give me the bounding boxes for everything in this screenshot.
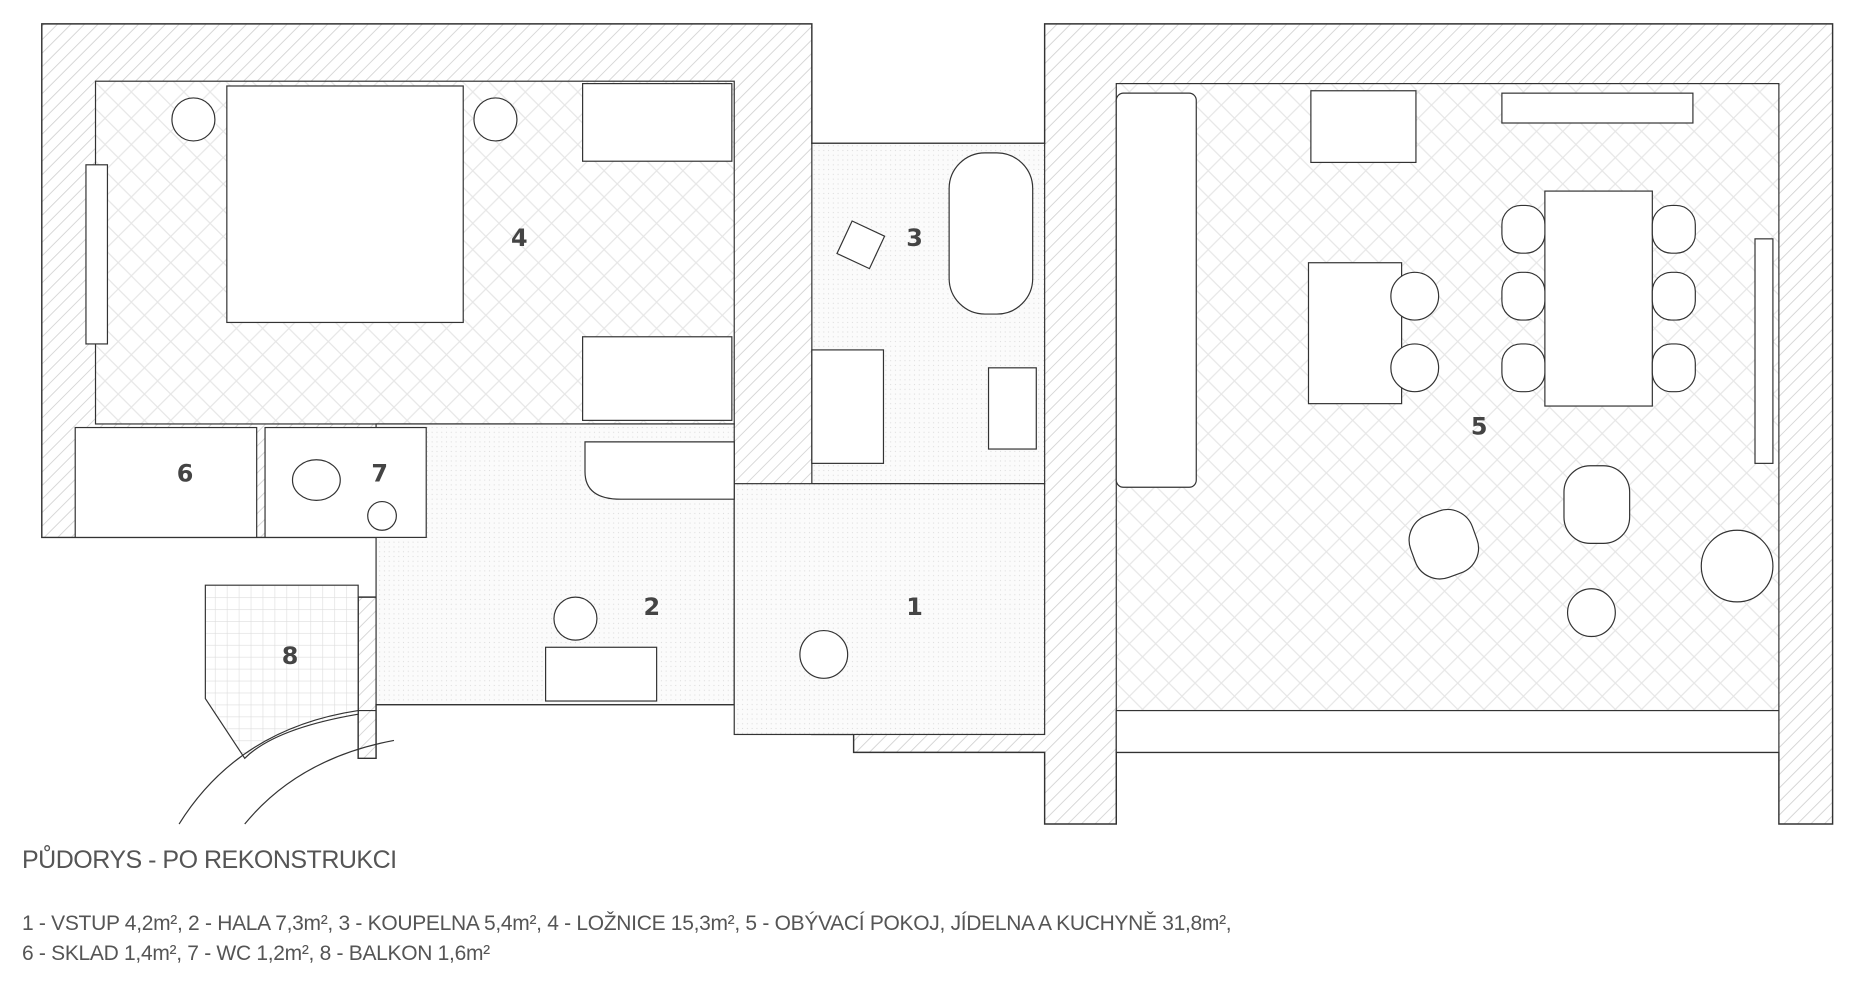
bathtub (948, 152, 1034, 315)
plan-title: PŮDORYS - PO REKONSTRUKCI (22, 846, 397, 874)
washing-machine (811, 349, 885, 464)
wc-sink (367, 500, 397, 531)
coffee-table (1566, 588, 1616, 638)
room-number-1: 1 (906, 593, 923, 621)
room-number-4: 4 (511, 224, 528, 252)
room-5-living (1115, 83, 1780, 753)
room-6-storage (74, 426, 258, 539)
room-number-6: 6 (177, 459, 194, 487)
toilet (291, 459, 341, 501)
armchair-2 (1563, 465, 1631, 544)
dining-table (1544, 190, 1653, 407)
hall-cabinet (584, 441, 735, 500)
entry-stool (799, 629, 849, 679)
wardrobe-bottom (582, 336, 733, 421)
room-legend-line-2: 6 - SKLAD 1,4m², 7 - WC 1,2m², 8 - BALKO… (22, 942, 490, 965)
bath-mat (836, 220, 886, 270)
room-number-8: 8 (282, 642, 299, 670)
room-7-wc (264, 426, 427, 539)
wardrobe-top (582, 83, 733, 162)
furniture (85, 83, 1780, 753)
nightstand-left (171, 97, 216, 142)
hall-bench (545, 646, 658, 702)
armchair-1 (1408, 508, 1480, 580)
room-number-7: 7 (371, 459, 388, 487)
shelf (1501, 92, 1694, 124)
room-legend-line-1: 1 - VSTUP 4,2m², 2 - HALA 7,3m², 3 - KOU… (22, 912, 1232, 935)
window-bench (1115, 709, 1780, 753)
room-number-5: 5 (1471, 413, 1488, 441)
kitchen-counter (1115, 92, 1197, 488)
room-number-2: 2 (644, 593, 661, 621)
balcony-curve (178, 709, 395, 825)
nightstand-right (473, 97, 518, 142)
floor-plan: 1 2 3 4 5 6 7 8 (41, 23, 1834, 825)
room-number-3: 3 (906, 224, 923, 252)
window-right (1754, 238, 1774, 464)
kitchen-island (1307, 262, 1403, 405)
washbasin (987, 367, 1037, 450)
hall-stool (553, 596, 598, 641)
bed (226, 85, 464, 324)
window-left (85, 164, 109, 345)
room-1-entry (733, 483, 1046, 736)
side-table (1700, 529, 1774, 603)
tv-stand (1310, 90, 1417, 164)
room-8-balcony (204, 584, 359, 760)
